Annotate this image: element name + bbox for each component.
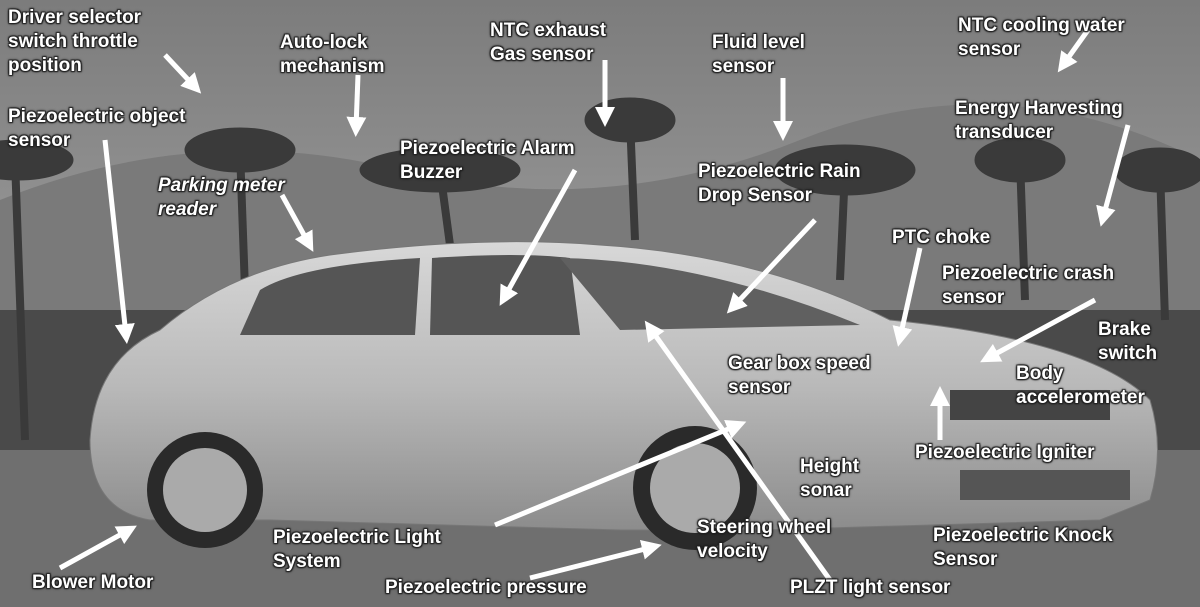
- label-energy-harvesting: Energy Harvesting transducer: [955, 98, 1123, 143]
- label-fluid-level: Fluid level sensor: [712, 32, 805, 77]
- label-driver-selector: Driver selector switch throttle position: [8, 7, 142, 76]
- label-ntc-exhaust: NTC exhaust Gas sensor: [490, 20, 607, 65]
- callout-arrows: [58, 28, 1131, 582]
- label-light-system: Piezoelectric Light System: [273, 527, 441, 572]
- label-brake-switch: Brake switch: [1098, 319, 1158, 364]
- label-steering: Steering wheel velocity: [697, 517, 832, 562]
- label-parking-meter: Parking meter reader: [158, 175, 285, 220]
- label-gear-box: Gear box speed sensor: [728, 353, 871, 398]
- label-piezo-object: Piezoelectric object sensor: [8, 106, 186, 151]
- label-blower-motor: Blower Motor: [32, 572, 154, 593]
- label-crash-sensor: Piezoelectric crash sensor: [942, 263, 1115, 308]
- palm-trees: [0, 97, 1200, 441]
- label-knock-sensor: Piezoelectric Knock Sensor: [933, 525, 1113, 570]
- car: [89, 241, 1158, 550]
- label-ptc-choke: PTC choke: [892, 227, 991, 248]
- label-igniter: Piezoelectric Igniter: [915, 442, 1095, 463]
- label-ntc-cooling: NTC cooling water sensor: [958, 15, 1125, 60]
- label-pressure: Piezoelectric pressure: [385, 577, 587, 598]
- label-height-sonar: Height sonar: [800, 456, 860, 501]
- label-auto-lock: Auto-lock mechanism: [280, 32, 385, 77]
- label-alarm-buzzer: Piezoelectric Alarm Buzzer: [400, 138, 575, 183]
- label-plzt: PLZT light sensor: [790, 577, 951, 598]
- label-body-accel: Body accelerometer: [1016, 363, 1145, 408]
- label-rain-drop: Piezoelectric Rain Drop Sensor: [698, 161, 861, 206]
